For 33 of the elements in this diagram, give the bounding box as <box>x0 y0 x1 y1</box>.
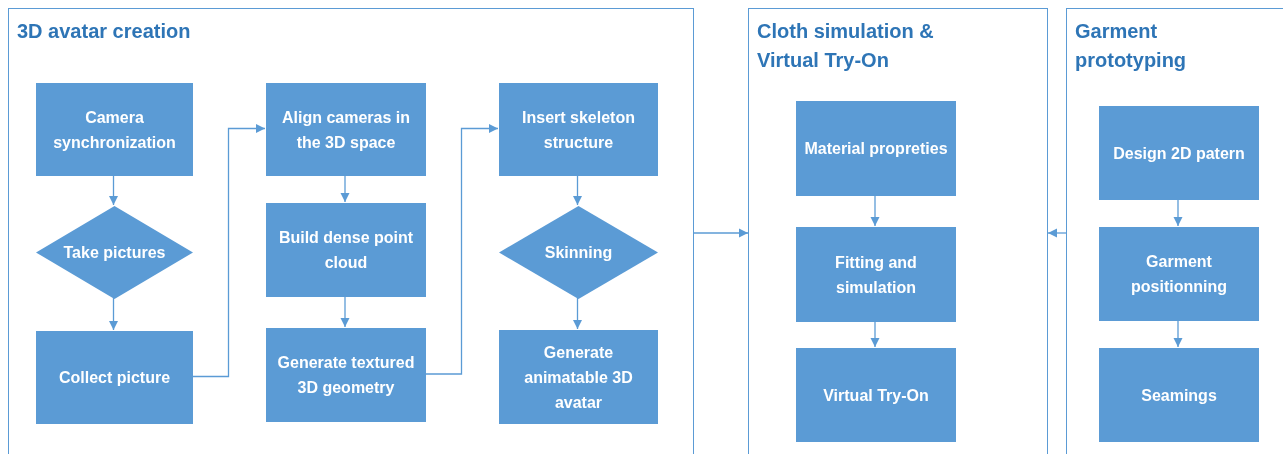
process-box: Generate textured 3D geometry <box>266 328 426 422</box>
group-panel <box>748 8 1048 454</box>
arrow <box>1173 198 1183 227</box>
panel-title: 3D avatar creation <box>17 19 192 44</box>
panel-title: Cloth simulation & Virtual Try-On <box>757 19 935 73</box>
group-panel <box>8 8 694 454</box>
process-box: Insert skeleton structure <box>499 83 658 176</box>
arrow <box>572 297 583 330</box>
arrow <box>340 295 350 328</box>
group-panel <box>1066 8 1283 454</box>
process-box: Material propreties <box>796 101 956 196</box>
arrow <box>572 174 583 206</box>
process-box: Generate animatable 3D avatar <box>499 330 658 424</box>
arrow <box>870 194 880 227</box>
process-box: Virtual Try-On <box>796 348 956 442</box>
process-box: Build dense point cloud <box>266 203 426 297</box>
arrow <box>108 174 119 206</box>
decision-diamond: Skinning <box>499 206 658 299</box>
process-box: Collect picture <box>36 331 193 424</box>
arrow <box>108 297 119 331</box>
arrow <box>693 228 749 238</box>
process-box: Design 2D patern <box>1099 106 1259 200</box>
decision-diamond: Take pictures <box>36 206 193 299</box>
arrow <box>870 320 880 348</box>
arrow <box>340 174 350 203</box>
process-box: Garment positionning <box>1099 227 1259 321</box>
process-box: Camera synchronization <box>36 83 193 176</box>
process-box: Seamings <box>1099 348 1259 442</box>
process-box: Align cameras in the 3D space <box>266 83 426 176</box>
process-box: Fitting and simulation <box>796 227 956 322</box>
panel-title: Garment prototyping <box>1075 19 1188 73</box>
arrow <box>1047 228 1067 238</box>
arrow <box>1173 319 1183 348</box>
